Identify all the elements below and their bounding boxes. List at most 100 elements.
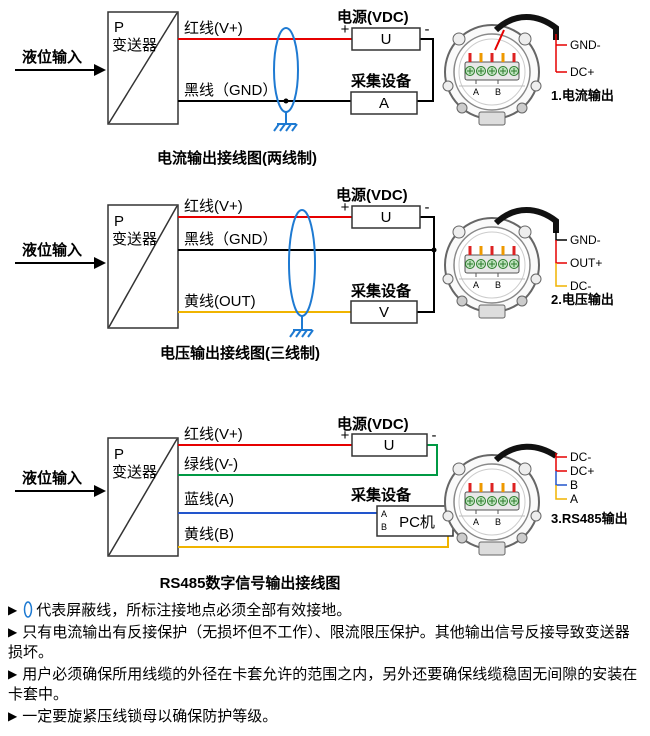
red-wire-label: 红线(V+) [184, 426, 243, 443]
collector-unit: V [379, 304, 389, 321]
connector-internal-wire [494, 29, 505, 51]
note-polarity: ▶只有电流输出有反接保护（无损坏但不工作）、限流限压保护。其他输出信号反接导致变… [8, 622, 642, 663]
power-supply-label: 电源(VDC) [337, 415, 409, 433]
power-supply-box [351, 433, 428, 457]
pc-label: PC机 [399, 514, 435, 531]
junction-dot [283, 98, 289, 104]
power-unit: U [381, 209, 392, 226]
level-input-label: 液位输入 [22, 48, 82, 66]
collector-box [350, 300, 418, 324]
power-supply-box [351, 205, 421, 229]
connector-label-gnd: GND- [570, 38, 601, 52]
bullet-icon: ▶ [8, 667, 18, 681]
connector-head-3 [441, 453, 543, 557]
transmitter-diagonal [108, 12, 178, 124]
connector-label-line-dc [555, 263, 567, 287]
level-input-label: 液位输入 [22, 241, 82, 259]
connector-label-dc: DC+ [570, 65, 594, 79]
connector-label-dcp: DC+ [570, 464, 594, 478]
black-wire-label: 黑线（GND） [184, 82, 277, 99]
connector-label-gnd: GND- [570, 233, 601, 247]
shield-wire-icon [23, 601, 33, 618]
loop-return-wire [417, 216, 435, 313]
connector-label-b: B [570, 478, 578, 492]
power-minus: - [425, 199, 430, 216]
input-arrow-head [94, 485, 106, 497]
note-text: 只有电流输出有反接保护（无损坏但不工作）、限流限压保护。其他输出信号反接导致变送… [8, 624, 630, 661]
transmitter-diagonal [108, 438, 178, 556]
diagram-current-output: 液位输入 P 变送器 红线(V+) 黑线（GND） 电源(VDC) U + - … [15, 8, 614, 167]
footnotes: ▶代表屏蔽线，所标注接地点必须全部有效接地。 ▶只有电流输出有反接保护（无损坏但… [8, 600, 642, 728]
collector-label: 采集设备 [350, 72, 412, 90]
yellow-wire [178, 536, 449, 548]
wiring-diagrams: A B 液位输入 P 变送器 红线(V+) 黑线（GND） 电源(VDC) U … [15, 8, 628, 592]
connector-label-line-b [555, 471, 567, 486]
transmitter-name: 变送器 [112, 37, 157, 54]
note-lock-nut: ▶ 一定要旋紧压线锁母以确保防护等级。 [8, 706, 642, 727]
connector-label-lines-dc [555, 453, 567, 472]
connector3-caption: 3.RS485输出 [551, 511, 628, 526]
power-minus: - [432, 427, 437, 444]
note-text: 用户必须确保所用线缆的外径在卡套允许的范围之内，另外还要确保线缆稳固无间隙的安装… [8, 666, 638, 703]
note-text: 一定要旋紧压线锁母以确保防护等级。 [22, 708, 278, 725]
input-arrow-head [94, 64, 106, 76]
diagram-rs485-output: 液位输入 P 变送器 红线(V+) 绿线(V-) 蓝线(A) 黄线(B) 电源(… [15, 415, 628, 592]
yellow-wire-label: 黄线(OUT) [184, 293, 256, 310]
green-wire [178, 444, 438, 476]
connector-label-line-out [555, 240, 567, 264]
power-supply-box [351, 27, 421, 51]
red-wire-label: 红线(V+) [184, 20, 243, 37]
power-minus: - [425, 21, 430, 38]
diagram3-caption: RS485数字信号输出接线图 [160, 574, 341, 592]
ground-symbol [273, 112, 298, 132]
diagram2-caption: 电压输出接线图(三线制) [160, 344, 320, 362]
junction-dot [431, 247, 437, 253]
red-wire-label: 红线(V+) [184, 198, 243, 215]
power-unit: U [384, 437, 395, 454]
transmitter-name: 变送器 [112, 464, 157, 481]
connector-label-out: OUT+ [570, 256, 602, 270]
pc-terminal-a: A [381, 509, 387, 519]
ground-symbol [289, 316, 314, 338]
bullet-icon: ▶ [8, 603, 18, 617]
connector-label-dc: DC- [570, 279, 591, 293]
note-cable-gland: ▶用户必须确保所用线缆的外径在卡套允许的范围之内，另外还要确保线缆稳固无间隙的安… [8, 664, 642, 705]
blue-wire-label: 蓝线(A) [184, 491, 234, 508]
note-shield: ▶ 代表屏蔽线，所标注接地点必须全部有效接地。 [8, 600, 642, 621]
diagram-voltage-output: 液位输入 P 变送器 红线(V+) 黑线（GND） 黄线(OUT) 电源(VDC… [15, 186, 614, 362]
loop-return-wire [417, 38, 434, 102]
collector-box [350, 91, 418, 115]
transmitter-name: 变送器 [112, 231, 157, 248]
black-wire-label: 黑线（GND） [184, 231, 277, 248]
transmitter-p: P [114, 213, 124, 230]
collector-unit: A [379, 95, 389, 112]
connector1-caption: 1.电流输出 [551, 88, 614, 103]
power-supply-label: 电源(VDC) [336, 186, 408, 204]
collector-label: 采集设备 [350, 282, 412, 300]
transmitter-diagonal [108, 205, 178, 328]
connector-cable [493, 207, 559, 233]
note-text: 代表屏蔽线，所标注接地点必须全部有效接地。 [36, 602, 352, 619]
power-plus: + [341, 199, 350, 216]
diagram1-caption: 电流输出接线图(两线制) [157, 149, 317, 167]
connector-head-2 [441, 216, 543, 320]
bullet-icon: ▶ [8, 625, 18, 639]
power-plus: + [341, 427, 350, 444]
shield-wire-ellipse [288, 209, 316, 317]
connector-label-lines [555, 34, 567, 73]
connector-cable [493, 443, 558, 463]
bullet-icon: ▶ [8, 709, 18, 723]
transmitter-p: P [114, 446, 124, 463]
connector-cable [493, 14, 559, 40]
power-unit: U [381, 31, 392, 48]
connector-label-line-a [555, 485, 567, 500]
green-wire-label: 绿线(V-) [184, 456, 238, 473]
connector-head-1 [441, 23, 543, 127]
connector2-caption: 2.电压输出 [551, 292, 614, 307]
power-plus: + [341, 21, 350, 38]
pc-terminal-b: B [381, 522, 387, 532]
connector-label-dcm: DC- [570, 450, 591, 464]
level-input-label: 液位输入 [22, 469, 82, 487]
transmitter-p: P [114, 19, 124, 36]
